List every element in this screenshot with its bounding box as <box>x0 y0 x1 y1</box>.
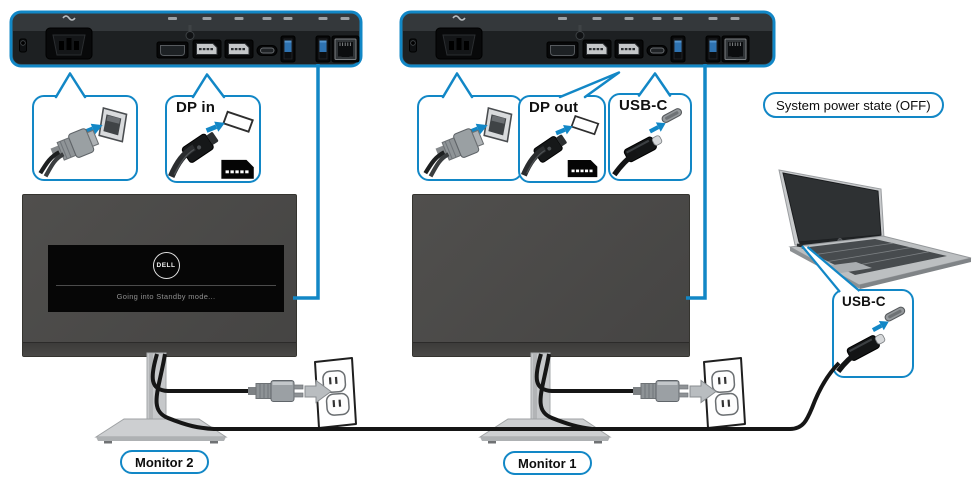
monitor-1-stand <box>478 352 612 444</box>
laptop-deck <box>788 235 972 286</box>
usb-c-cable-run <box>154 353 841 431</box>
laptop-trackpad <box>825 262 872 273</box>
dp-in-callout: DP in <box>165 95 261 183</box>
dp-connector-graphic <box>520 115 600 178</box>
laptop-screen <box>782 172 882 243</box>
power-plug <box>633 380 689 402</box>
usb-c-label: USB-C <box>619 97 668 114</box>
wall-outlet <box>314 357 357 429</box>
power-cable-callout-monitor-2 <box>32 95 138 181</box>
dp-port-icon <box>567 160 598 178</box>
power-cable-callout-monitor-1 <box>417 95 523 181</box>
monitor-2-stand <box>94 352 228 444</box>
arrow-icon <box>555 125 573 136</box>
arrow-icon <box>205 121 225 133</box>
usb-c-callout-monitor: USB-C <box>608 93 692 181</box>
power-cable-graphic <box>38 107 128 178</box>
dell-logo: DELL <box>152 252 180 279</box>
dialog-divider <box>56 285 276 286</box>
monitor-2-rear-panel <box>9 10 363 68</box>
monitor-2-front: DELL Going into Standby mode... <box>22 194 297 357</box>
usb-c-connector-graphic <box>612 108 683 177</box>
monitor-1-rear-panel <box>399 10 776 68</box>
usb-c-connector-graphic <box>836 306 906 374</box>
standby-dialog: DELL Going into Standby mode... <box>48 245 284 312</box>
laptop-usb-c-port <box>796 243 804 248</box>
laptop-keyboard <box>801 239 947 275</box>
power-cable-graphic <box>423 107 513 178</box>
dp-out-callout: DP out <box>518 95 606 183</box>
dp-connector-graphic <box>168 110 254 179</box>
power-plug <box>248 380 304 402</box>
arrow-icon <box>304 379 332 404</box>
monitor-1-label: Monitor 1 <box>503 451 592 475</box>
wall-outlet <box>703 357 746 429</box>
arrow-icon <box>648 122 666 134</box>
dp-out-label: DP out <box>529 99 579 116</box>
usb-c-label: USB-C <box>842 294 886 309</box>
arrow-icon <box>871 320 889 332</box>
monitor-1-front <box>412 194 690 357</box>
monitor-1-cable-loop <box>538 353 593 431</box>
laptop <box>778 169 972 289</box>
monitor-2-label: Monitor 2 <box>120 450 209 474</box>
dell-logo-badge <box>837 238 843 243</box>
system-power-state-label: System power state (OFF) <box>763 92 944 118</box>
dp-port-icon <box>221 159 254 179</box>
monitor-2-power-cord <box>150 353 252 393</box>
callout-pointers <box>54 71 672 99</box>
monitor-1-power-cord <box>534 353 637 393</box>
standby-message: Going into Standby mode... <box>116 292 216 301</box>
arrow-icon <box>689 379 717 404</box>
usb-c-callout-laptop: USB-C <box>832 289 914 378</box>
dp-in-label: DP in <box>176 99 216 116</box>
